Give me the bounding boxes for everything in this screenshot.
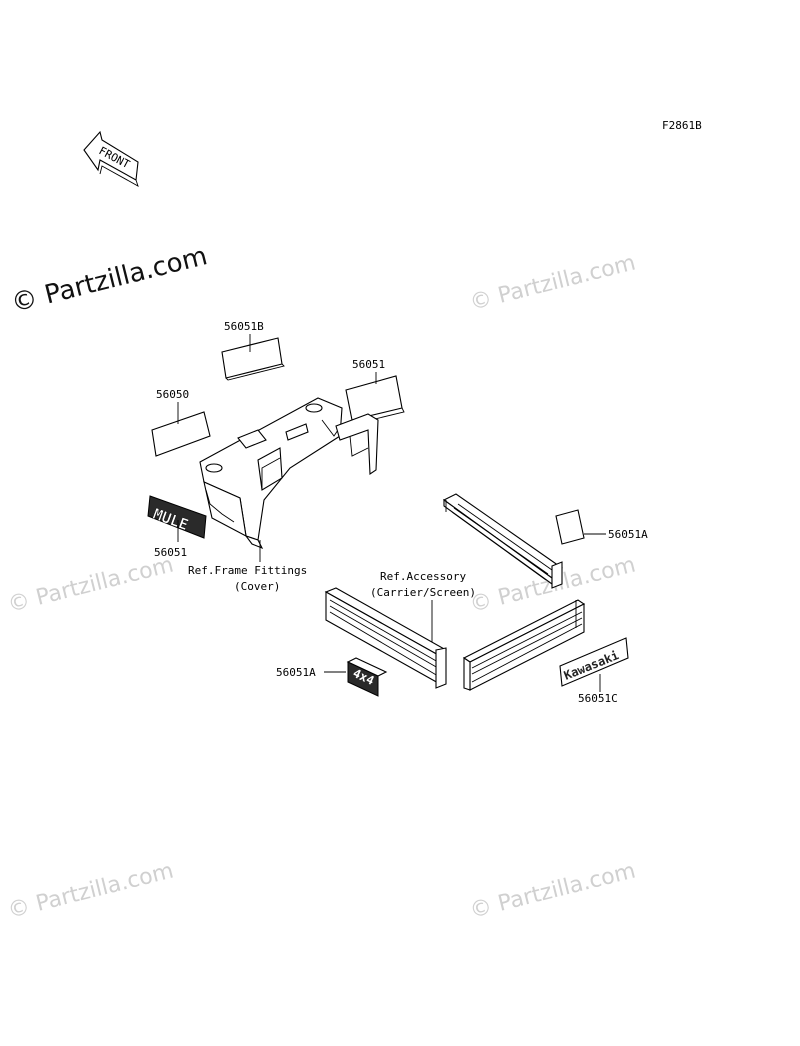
watermark-faint: © Partzilla.com	[5, 858, 176, 923]
carrier-panel-front	[442, 493, 563, 589]
decal-56051A-right	[555, 509, 585, 545]
ref-accessory: Ref.Accessory	[380, 570, 466, 583]
label-56051A-right: 56051A	[608, 528, 648, 541]
label-56051B: 56051B	[224, 320, 264, 333]
carrier-panel-left	[324, 587, 447, 689]
ref-frame-fittings: Ref.Frame Fittings	[188, 564, 307, 577]
label-56051-mule: 56051	[154, 546, 187, 559]
watermark-main: © Partzilla.com	[8, 241, 210, 319]
kawasaki-emblem: Kawasaki	[559, 637, 629, 687]
watermark-faint: © Partzilla.com	[467, 858, 638, 923]
decal-56051-top	[345, 375, 405, 425]
decal-56051B	[221, 337, 285, 381]
watermark-faint: © Partzilla.com	[467, 250, 638, 315]
ref-frame-cover: (Cover)	[234, 580, 280, 593]
label-56051-top: 56051	[352, 358, 385, 371]
four-by-four-emblem: 4x4	[346, 657, 388, 697]
carrier-panel-right	[462, 599, 586, 691]
diagram-code: F2861B	[662, 119, 702, 132]
rear-cover	[199, 397, 379, 550]
label-56051A-left: 56051A	[276, 666, 316, 679]
label-56051C: 56051C	[578, 692, 618, 705]
label-56050: 56050	[156, 388, 189, 401]
front-arrow-icon: FRONT	[83, 130, 139, 187]
ref-accessory-carrier: (Carrier/Screen)	[370, 586, 476, 599]
mule-emblem: MULE	[147, 495, 207, 539]
decal-56050	[151, 411, 211, 457]
watermark-faint: © Partzilla.com	[5, 552, 176, 617]
